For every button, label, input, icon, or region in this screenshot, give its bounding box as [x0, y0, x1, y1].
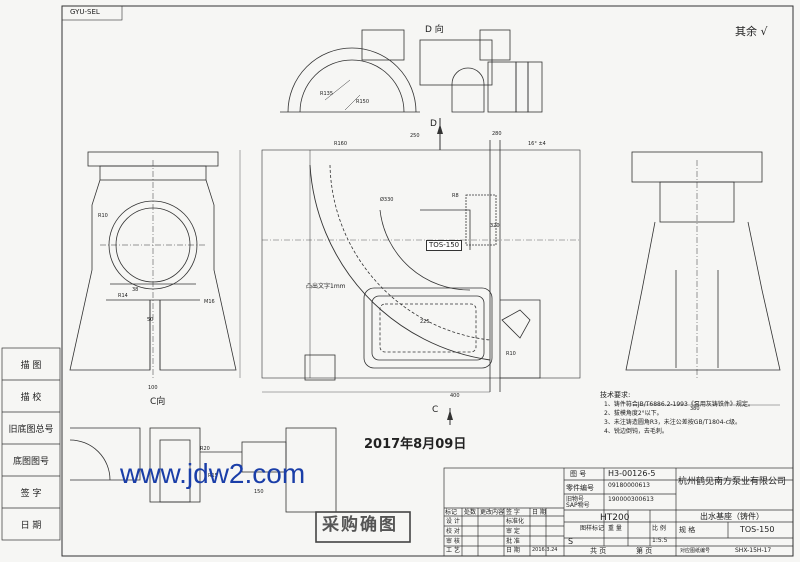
tb-design-label: 设 计 [446, 518, 460, 525]
dim-text: R20 [200, 446, 210, 452]
side-label-sign: 签 字 [20, 488, 42, 499]
d-view [280, 29, 543, 113]
tb-sheet-no: 第 页 [636, 547, 653, 555]
center-section [239, 118, 581, 425]
dim-text: 16° ±4 [528, 141, 546, 147]
emboss-note: 凸出文字1mm [306, 283, 346, 290]
tech-item: 3、未注铸造圆角R3，未注公差按GB/T1804-c级。 [604, 419, 741, 426]
c-view [69, 427, 337, 513]
tb-ratio: 1:5.5 [652, 537, 668, 544]
dim-text: 280 [492, 131, 502, 137]
tb-stage-label: 图样标记 [580, 525, 605, 532]
title-block-grid [443, 467, 794, 557]
tb-row-sign: 签 字 [506, 509, 520, 516]
tb-material: HT200 [600, 513, 630, 523]
tb-drawing-no: H3-00126-5 [608, 469, 656, 478]
side-strip [1, 347, 61, 541]
tb-old-drawing-label: 对应图纸编号 [680, 548, 711, 554]
view-c-label: C向 [150, 397, 166, 407]
red-stamp: 采购确图 [322, 515, 398, 535]
dim-text: M16 [204, 299, 215, 305]
tb-ratio-label: 比 例 [652, 525, 666, 532]
tb-design-date: 2016.3.24 [532, 547, 558, 553]
tech-title: 技术要求: [600, 391, 631, 399]
stamp-code: GYU-SEL [70, 8, 100, 16]
tb-review-label: 审 核 [446, 538, 460, 545]
watermark: www.jdw2.com [120, 458, 306, 489]
tb-old-code: 09180000613 [608, 482, 650, 489]
tb-approve-label: 批 准 [506, 538, 520, 545]
tb-weight-label: 重 量 [608, 525, 622, 532]
tb-row-change: 更改内容 [480, 509, 505, 516]
tb-part-no-label: 零件编号 [566, 484, 594, 492]
tb-part-name: 出水基座（铸件） [700, 512, 764, 521]
tb-row-count: 处数 [464, 509, 477, 516]
dim-text: R10 [506, 351, 516, 357]
tb-spec-label: 规 格 [679, 526, 696, 534]
tb-sap-code: 190000300613 [608, 496, 654, 503]
dim-text: 38 [132, 287, 139, 293]
tb-check-label: 校 对 [446, 528, 460, 535]
date-stamp: 2017年8月09日 [364, 437, 467, 452]
tb-drawing-no-label: 图 号 [570, 470, 587, 478]
dim-text: R135 [320, 91, 334, 97]
dim-text: R150 [356, 99, 370, 105]
left-view [69, 151, 237, 380]
side-label-trace: 描 图 [20, 360, 42, 371]
dim-text: 150 [254, 489, 264, 495]
tb-stage: S [568, 537, 574, 546]
dim-text: R8 [452, 193, 459, 199]
tb-old-code-label: 旧物号 [566, 496, 585, 503]
tech-item: 1、铸件符合JB/T6886.2-1993《泵用灰铸铁件》规定。 [604, 401, 754, 408]
side-label-base-no: 底图图号 [12, 456, 49, 467]
right-view [625, 151, 781, 406]
dim-text: 250 [410, 133, 420, 139]
tb-date-label: 日 期 [506, 547, 520, 554]
side-label-date: 日 期 [20, 520, 42, 531]
tb-sap-label: SAP物号 [566, 502, 590, 509]
dim-text: R14 [118, 293, 128, 299]
dim-text: R10 [98, 213, 108, 219]
red-stamp-frame [315, 511, 411, 543]
stamp-box [61, 5, 123, 21]
dim-text: 400 [450, 393, 460, 399]
tb-company: 杭州鹤见南方泵业有限公司 [678, 477, 787, 487]
section-d-label: D [430, 119, 437, 129]
tb-spec: TOS-150 [740, 525, 775, 534]
dim-text: 380 [690, 406, 700, 412]
tb-row-date: 日 期 [532, 509, 546, 516]
tech-item: 2、拔模角度2°以下。 [604, 410, 663, 417]
dim-text: R15 [208, 473, 218, 479]
tech-item: 4、锐边倒钝，去毛刺。 [604, 428, 668, 435]
section-c-label: C [432, 405, 439, 415]
side-label-trace-check: 描 校 [20, 392, 42, 403]
tb-row-mark: 标记 [445, 509, 458, 516]
tb-sheet-total: 共 页 [590, 547, 607, 555]
tb-process-label: 工 艺 [446, 547, 460, 554]
part-tag: TOS-150 [426, 240, 463, 251]
dim-text: 225 [420, 319, 430, 325]
tb-old-drawing: SHX-15H-17 [735, 547, 772, 554]
dim-text: 50 [147, 317, 154, 323]
tb-standard-label: 标准化 [506, 518, 525, 525]
dim-text: R160 [334, 141, 348, 147]
dim-text: 100 [148, 385, 158, 391]
surface-roughness-note: 其余 √ [735, 25, 768, 38]
drawing-frame [61, 5, 794, 557]
tb-audit-label: 审 定 [506, 528, 520, 535]
dim-text: Ø330 [380, 197, 394, 203]
side-label-old-base: 旧底图总号 [8, 424, 54, 435]
view-d-label: D 向 [425, 25, 444, 35]
dim-text: 320 [490, 223, 500, 229]
